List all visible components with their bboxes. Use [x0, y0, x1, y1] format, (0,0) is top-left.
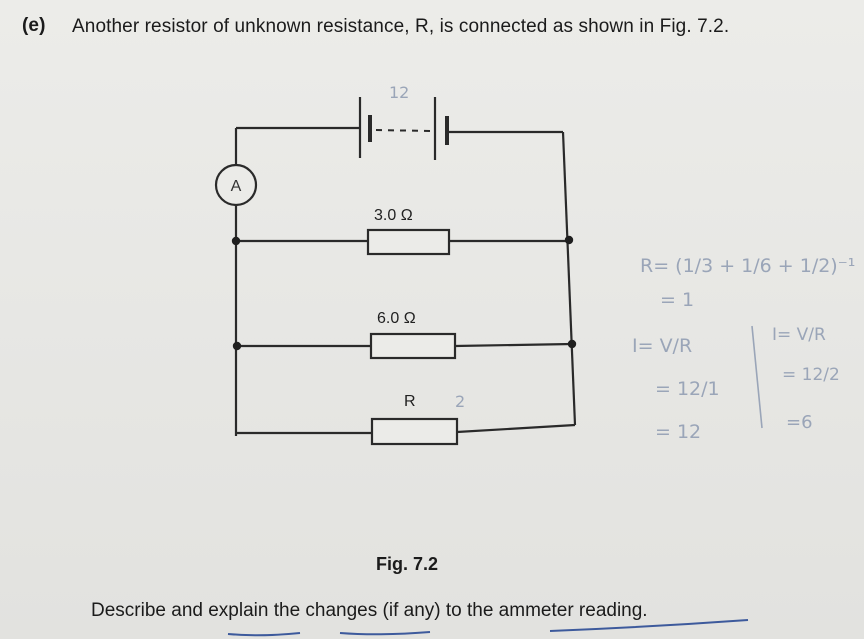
handwritten-calc-left: R= (1/3 + 1/6 + 1/2)⁻¹ = 1 I= V/R = 12/1… — [632, 255, 855, 443]
ammeter-label: A — [231, 178, 242, 195]
calc-right-line: = 12/2 — [782, 365, 840, 385]
calc-right-line: I= V/R — [772, 325, 826, 345]
calc-left-line: I= V/R — [632, 335, 692, 357]
junction-dots — [231, 235, 577, 351]
resistor-3ohm — [366, 228, 451, 256]
calc-left-line: R= (1/3 + 1/6 + 1/2)⁻¹ — [640, 255, 855, 277]
resistor-6ohm — [369, 332, 457, 360]
question-text: Another resistor of unknown resistance, … — [72, 16, 730, 37]
resistor-3ohm-label: 3.0 Ω — [374, 207, 413, 224]
calc-left-line: = 12/1 — [655, 378, 720, 400]
resistor-r-label: R — [404, 393, 416, 410]
ammeter-symbol — [214, 163, 258, 207]
handwritten-r-note: 2 — [455, 392, 465, 411]
resistor-r — [370, 417, 459, 446]
figure-caption: Fig. 7.2 — [376, 554, 439, 574]
circuit-wires — [234, 126, 577, 436]
handwritten-divider — [751, 325, 763, 429]
handwritten-battery-note: 12 — [389, 83, 409, 102]
question-part-label: (e) — [22, 15, 46, 36]
calc-right-line: =6 — [786, 412, 813, 433]
resistor-6ohm-label: 6.0 Ω — [377, 310, 416, 327]
calc-left-line: = 1 — [660, 289, 694, 311]
question-prompt: Describe and explain the changes (if any… — [91, 600, 648, 621]
calc-left-line: = 12 — [655, 421, 701, 443]
handwritten-calc-right: I= V/R = 12/2 =6 — [772, 325, 840, 433]
handwritten-underlines — [227, 619, 749, 637]
battery — [358, 97, 449, 160]
